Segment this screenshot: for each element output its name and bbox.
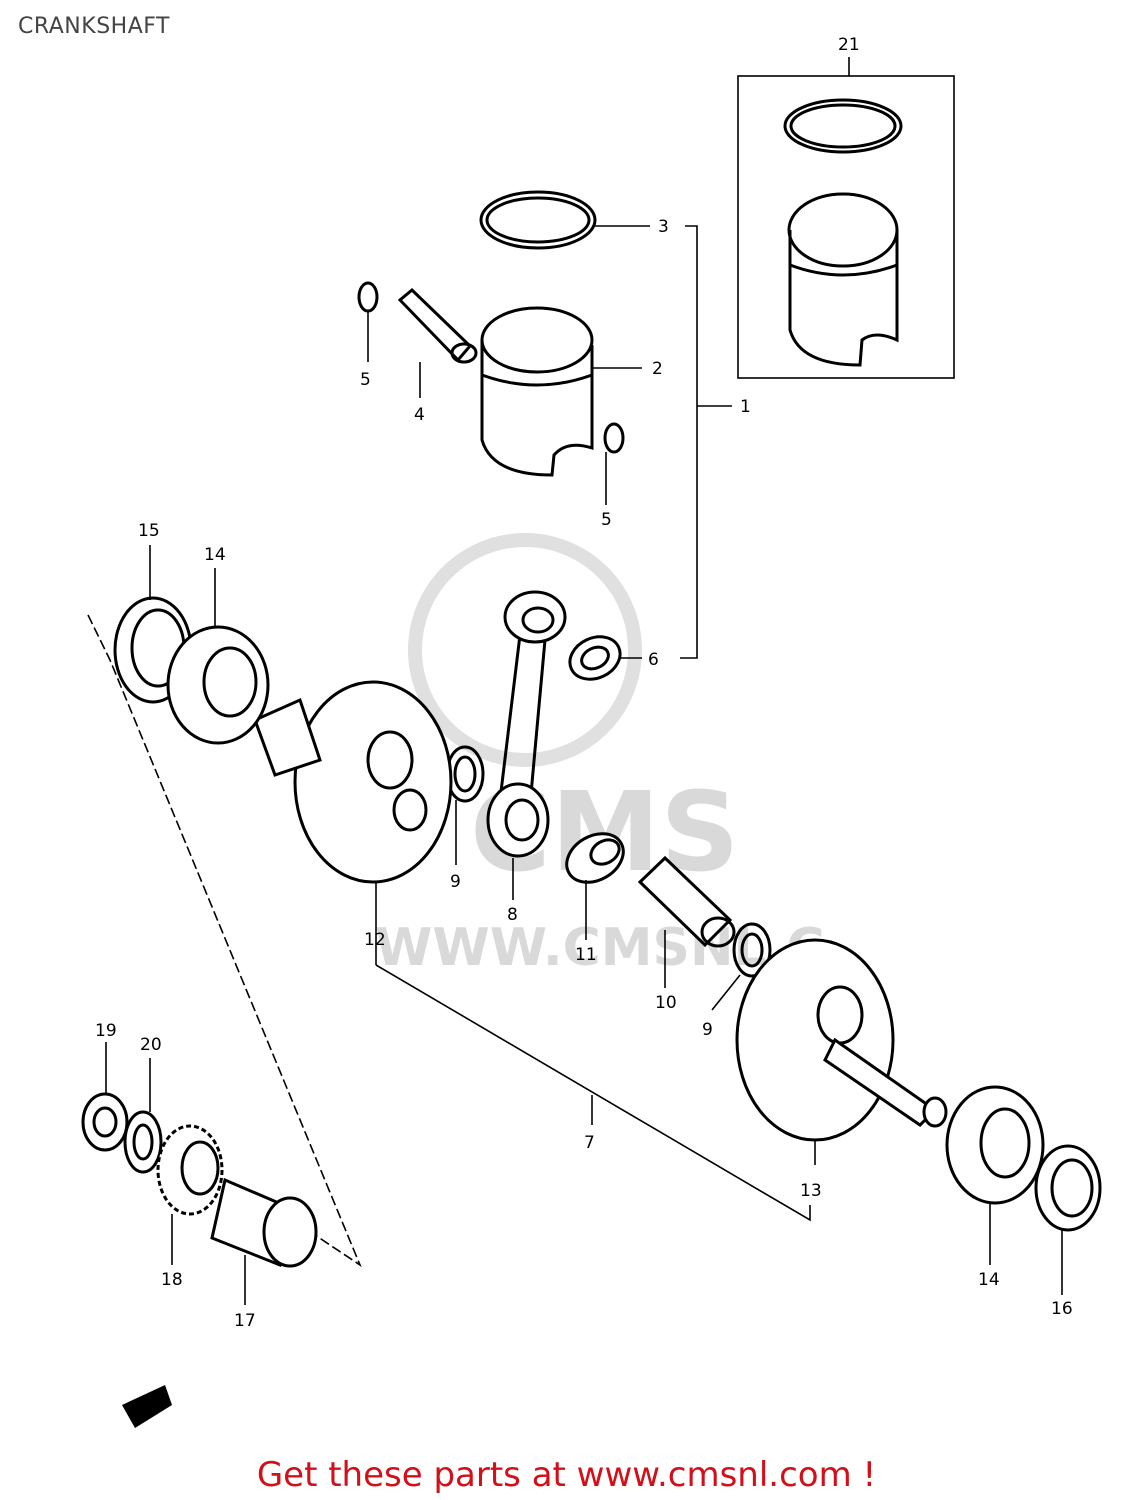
callout-17: 17 (234, 1311, 256, 1331)
callout-16: 16 (1051, 1299, 1073, 1319)
front-arrow-icon (122, 1385, 172, 1428)
watermark-url: WWW.CMSNL.C (375, 918, 825, 978)
callout-7: 7 (584, 1133, 595, 1153)
part-3-piston-ring[interactable] (479, 190, 650, 250)
callout-5b: 5 (601, 510, 612, 530)
callout-14b: 14 (978, 1270, 1000, 1290)
part-20-washer[interactable] (123, 1058, 163, 1174)
part-5-circlip-upper[interactable] (357, 281, 379, 362)
part-9-washer-left[interactable] (445, 745, 485, 865)
callout-8: 8 (507, 905, 518, 925)
callout-6: 6 (648, 650, 659, 670)
part-5-circlip-lower[interactable] (603, 422, 625, 505)
callout-12: 12 (364, 930, 386, 950)
part-14-bearing-left[interactable] (166, 568, 270, 745)
callout-2: 2 (652, 359, 663, 379)
callout-9b: 9 (702, 1020, 713, 1040)
part-18-gear[interactable] (156, 1124, 224, 1265)
part-19-nut[interactable] (81, 1042, 129, 1152)
page-title: CRANKSHAFT (18, 14, 170, 39)
get-parts-link[interactable]: Get these parts at www.cmsnl.com ! (256, 1455, 877, 1495)
callout-5a: 5 (360, 370, 371, 390)
part-12-crank-half-left[interactable] (253, 680, 453, 965)
callout-14a: 14 (204, 545, 226, 565)
callout-21: 21 (838, 35, 860, 55)
part-11-needle-bearing[interactable] (558, 824, 632, 940)
part-13-crank-half-right[interactable] (735, 938, 948, 1165)
callout-19: 19 (95, 1021, 117, 1041)
part-9-washer-right[interactable] (711, 922, 772, 1011)
part-10-crank-pin[interactable] (637, 855, 736, 988)
callout-13: 13 (800, 1181, 822, 1201)
callout-4: 4 (414, 405, 425, 425)
callout-1: 1 (740, 397, 751, 417)
part-4-piston-pin[interactable] (397, 287, 478, 398)
callout-11: 11 (575, 945, 597, 965)
part-17-spacer[interactable] (210, 1177, 318, 1305)
callout-labels: 21 3 2 1 5 4 5 6 15 14 9 8 12 11 10 9 19… (95, 35, 1073, 1331)
part-14-bearing-right[interactable] (945, 1085, 1045, 1265)
callout-3: 3 (658, 217, 669, 237)
callout-20: 20 (140, 1035, 162, 1055)
part-21-piston-kit[interactable] (737, 57, 955, 379)
callout-15: 15 (138, 521, 160, 541)
part-16-oil-seal[interactable] (1034, 1144, 1102, 1295)
callout-10: 10 (655, 993, 677, 1013)
callout-9a: 9 (450, 872, 461, 892)
part-2-piston[interactable] (480, 306, 642, 477)
part-6-needle-bearing[interactable] (563, 629, 642, 687)
callout-18: 18 (161, 1270, 183, 1290)
part-1-bracket (680, 225, 732, 659)
part-7-bracket (375, 964, 811, 1222)
part-8-connecting-rod[interactable] (486, 590, 567, 900)
